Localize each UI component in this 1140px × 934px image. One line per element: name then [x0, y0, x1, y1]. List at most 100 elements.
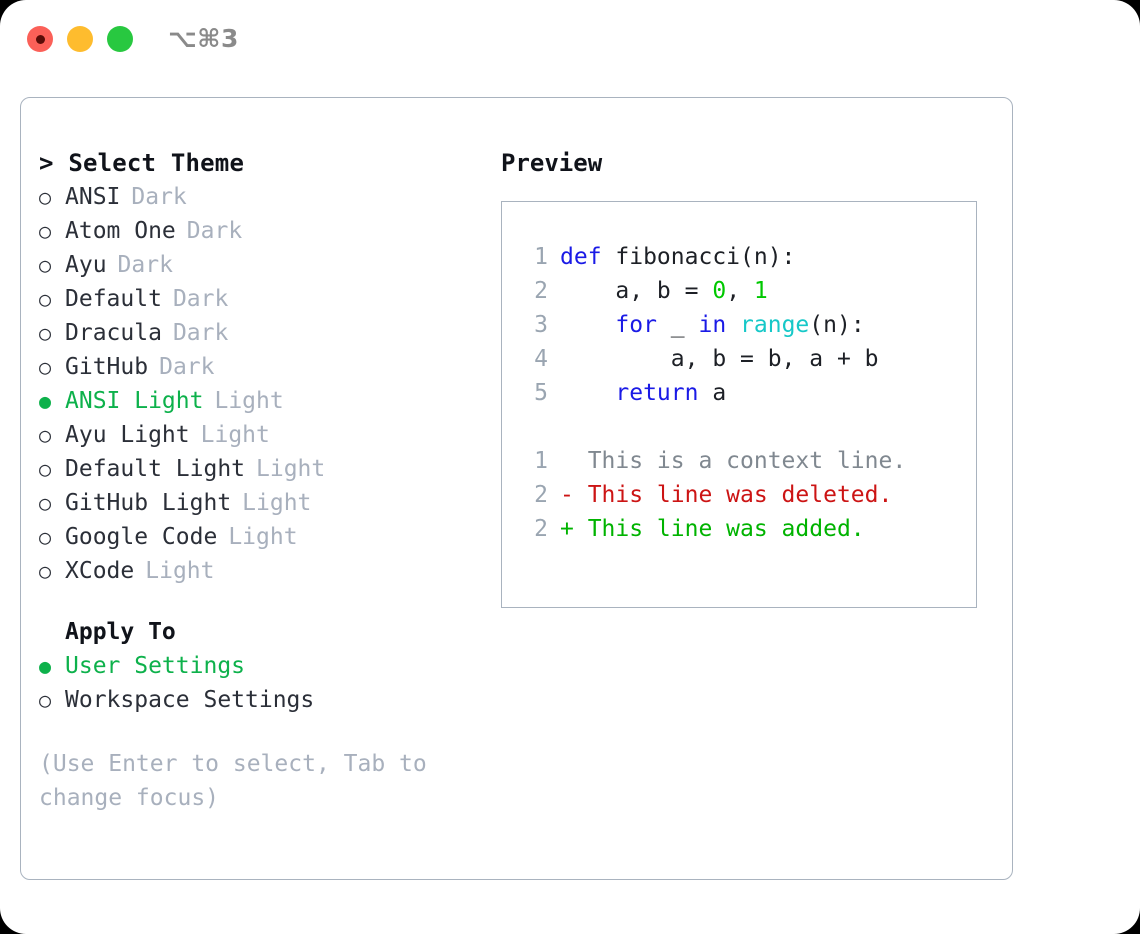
code-token-del: - This line was deleted. [560, 482, 893, 508]
code-token-kw: return [615, 380, 699, 406]
radio-unselected-icon[interactable]: ○ [39, 219, 52, 243]
apply-to-option-list: ● User Settings ○ Workspace Settings [39, 649, 479, 717]
apply-to-option-label: User Settings [65, 653, 246, 679]
preview-heading: Preview [501, 149, 603, 177]
code-token-kw: in [698, 312, 727, 338]
line-number: 1 [534, 448, 548, 474]
radio-unselected-icon[interactable]: ○ [39, 423, 52, 447]
radio-unselected-icon[interactable]: ○ [39, 185, 52, 209]
code-token-txt: _ [656, 312, 699, 338]
code-token-txt: a, b = [560, 278, 713, 304]
code-line: 5 return a [520, 376, 906, 410]
theme-option-variant-tag: Light [228, 524, 298, 550]
theme-option-label: GitHub Light [65, 490, 232, 516]
maximize-window-button[interactable] [107, 26, 133, 52]
diff-line: 2 - This line was deleted. [520, 478, 906, 512]
radio-selected-icon[interactable]: ● [39, 389, 52, 413]
code-line: 4 a, b = b, a + b [520, 342, 906, 376]
line-content: def fibonacci(n): [560, 240, 795, 274]
theme-option-variant-tag: Light [242, 490, 312, 516]
apply-to-option-label: Workspace Settings [65, 687, 315, 713]
theme-option-variant-tag: Dark [131, 184, 187, 210]
theme-option-label: GitHub [65, 354, 149, 380]
apply-to-option-workspace-settings[interactable]: ○ Workspace Settings [39, 683, 479, 717]
line-content: This is a context line. [560, 444, 907, 478]
code-token-txt: a [698, 380, 727, 406]
apply-to-heading: Apply To [65, 619, 176, 645]
theme-option-ansi-light[interactable]: ● ANSI Light Light [39, 384, 479, 418]
radio-unselected-icon[interactable]: ○ [39, 287, 52, 311]
theme-option-dracula[interactable]: ○ Dracula Dark [39, 316, 479, 350]
code-token-ctx: This is a context line. [560, 448, 907, 474]
theme-option-label: Dracula [65, 320, 162, 346]
radio-unselected-icon[interactable]: ○ [39, 457, 52, 481]
theme-option-atom-one[interactable]: ○ Atom One Dark [39, 214, 479, 248]
line-number: 1 [534, 244, 548, 270]
theme-option-variant-tag: Dark [172, 286, 229, 312]
theme-option-label: Atom One [65, 218, 176, 244]
radio-unselected-icon[interactable]: ○ [39, 355, 52, 379]
close-window-button[interactable] [27, 26, 53, 52]
radio-unselected-icon[interactable]: ○ [39, 559, 52, 583]
preview-box: 1 def fibonacci(n): 2 a, b = 0, 1 3 for _ i… [501, 201, 977, 608]
minimize-window-button[interactable] [67, 26, 93, 52]
theme-option-variant-tag: Light [256, 456, 326, 482]
theme-option-label: ANSI Light [65, 388, 204, 414]
radio-unselected-icon[interactable]: ○ [39, 491, 52, 515]
radio-unselected-icon[interactable]: ○ [39, 253, 52, 277]
code-token-txt: (n): [809, 312, 865, 338]
select-theme-heading-text: Select Theme [68, 149, 245, 177]
select-theme-heading: > Select Theme [39, 146, 479, 180]
theme-option-variant-tag: Dark [117, 252, 173, 278]
keyboard-shortcut-label: ⌥⌘3 [168, 24, 239, 53]
window-titlebar: ⌥⌘3 [0, 0, 1140, 78]
code-token-txt: , [726, 278, 754, 304]
code-token-txt [560, 312, 615, 338]
theme-option-github-light[interactable]: ○ GitHub Light Light [39, 486, 479, 520]
theme-option-label: ANSI [65, 184, 121, 210]
radio-selected-icon[interactable]: ● [39, 654, 52, 678]
code-line: 1 def fibonacci(n): [520, 240, 906, 274]
select-theme-heading-prefix: > [39, 149, 69, 177]
line-content: a, b = b, a + b [560, 342, 879, 376]
code-token-txt [560, 380, 615, 406]
diff-line: 2+ This line was added. [520, 512, 906, 546]
theme-option-variant-tag: Light [200, 422, 270, 448]
theme-option-variant-tag: Dark [172, 320, 229, 346]
line-number: 5 [534, 380, 548, 406]
theme-option-ayu[interactable]: ○ Ayu Dark [39, 248, 479, 282]
theme-option-ansi[interactable]: ○ ANSI Dark [39, 180, 479, 214]
line-content: - This line was deleted. [560, 478, 892, 512]
apply-to-option-user-settings[interactable]: ● User Settings [39, 649, 479, 683]
code-token-num: 0 [712, 278, 727, 304]
code-line: 3 for _ in range(n): [520, 308, 906, 342]
code-token-txt: fibonacci(n): [615, 244, 796, 270]
keyboard-hint-text: (Use Enter to select, Tab to change focu… [39, 751, 441, 811]
theme-option-variant-tag: Dark [159, 354, 215, 380]
traffic-light-buttons [27, 26, 133, 52]
code-token-kw: for [615, 312, 657, 338]
line-content: for _ in range(n): [560, 308, 865, 342]
theme-option-label: Ayu [65, 252, 107, 278]
radio-unselected-icon[interactable]: ○ [39, 321, 52, 345]
radio-unselected-icon[interactable]: ○ [39, 525, 52, 549]
radio-unselected-icon[interactable]: ○ [39, 688, 52, 712]
theme-option-github[interactable]: ○ GitHub Dark [39, 350, 479, 384]
theme-option-variant-tag: Dark [186, 218, 243, 244]
section-spacer [39, 588, 479, 615]
preview-column: Preview 1 def fibonacci(n): 2 a, b = 0, 1 3… [501, 146, 1001, 608]
theme-option-variant-tag: Light [214, 388, 284, 414]
line-content: return a [560, 376, 726, 410]
code-token-txt: a, b = b, a + b [560, 346, 879, 372]
code-token-fn: range [740, 312, 810, 338]
theme-option-label: XCode [65, 558, 135, 584]
line-number: 3 [534, 312, 548, 338]
line-number: 2 [534, 482, 548, 508]
